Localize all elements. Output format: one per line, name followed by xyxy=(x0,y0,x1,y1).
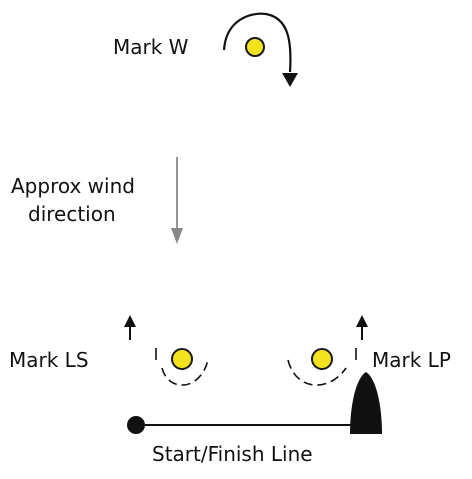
committee-boat-icon xyxy=(350,372,382,434)
mark-ls-buoy-icon xyxy=(171,348,193,370)
mark-w-rounding-arrow-path xyxy=(222,12,292,73)
mark-ls-label: Mark LS xyxy=(9,348,89,372)
wind-label-line2: direction xyxy=(28,202,116,226)
mark-w-rounding-arrowhead xyxy=(282,73,298,87)
mark-lp-buoy-icon xyxy=(311,348,333,370)
start-finish-label: Start/Finish Line xyxy=(152,442,313,466)
start-pin-dot-icon xyxy=(127,416,145,434)
mark-w xyxy=(222,12,298,87)
wind-label-line1: Approx wind xyxy=(11,174,135,198)
mark-ls-up-arrowhead xyxy=(124,315,136,327)
mark-lp-label: Mark LP xyxy=(372,348,451,372)
mark-lp xyxy=(287,315,368,386)
mark-lp-up-arrowhead xyxy=(356,315,368,327)
mark-ls-rounding-arc xyxy=(161,359,209,386)
start-finish-line xyxy=(127,372,382,434)
mark-ls xyxy=(124,315,209,386)
mark-w-buoy-icon xyxy=(245,37,265,57)
mark-w-label: Mark W xyxy=(113,35,189,59)
wind-direction-arrow-icon xyxy=(171,157,183,244)
